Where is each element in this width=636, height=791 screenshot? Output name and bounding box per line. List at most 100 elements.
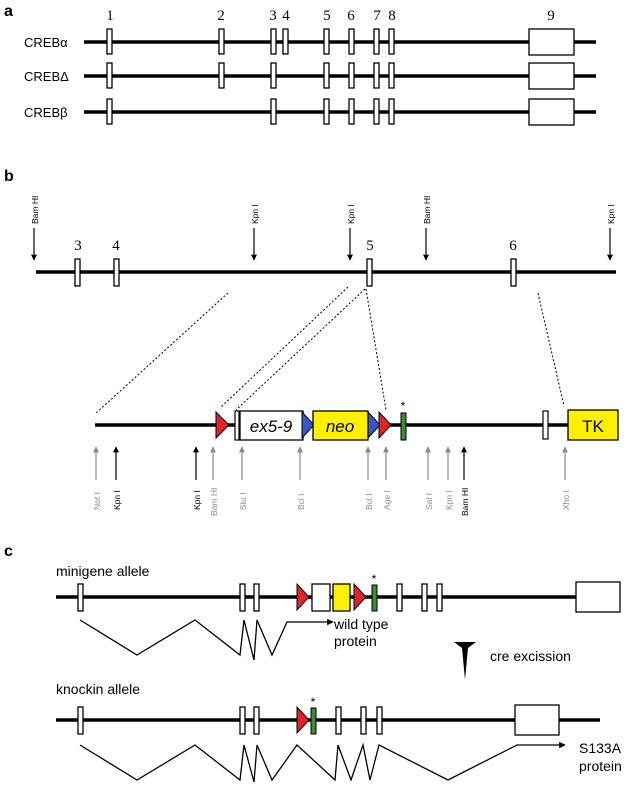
exon-number-9: 9 xyxy=(547,8,555,24)
exon-number-8: 8 xyxy=(388,8,396,24)
minigene-allele-label: minigene allele xyxy=(56,563,150,579)
site-label: Kpn I xyxy=(346,204,356,224)
exon-box xyxy=(575,581,621,613)
exon-number-3: 3 xyxy=(74,238,82,254)
exon-box xyxy=(323,28,330,55)
exon-box xyxy=(366,258,373,287)
isoform-label-beta: CREBβ xyxy=(24,105,68,120)
exon-box xyxy=(542,410,549,440)
tk-cassette xyxy=(567,409,619,441)
homology-lines xyxy=(94,286,565,415)
site-label: Bcl I xyxy=(296,493,306,510)
cre-excision-label: cre excission xyxy=(490,648,571,664)
exon-box xyxy=(528,62,575,90)
exon-number-1: 1 xyxy=(106,8,114,24)
exon-number-3: 3 xyxy=(269,8,277,24)
panel-a-letter: a xyxy=(4,3,13,20)
mutation-star: * xyxy=(311,695,316,709)
exon-box xyxy=(373,28,380,55)
exon-box xyxy=(348,62,355,89)
s133a-mutation-exon xyxy=(371,584,378,612)
exon-box xyxy=(388,28,395,55)
site-label: Age I xyxy=(382,490,392,510)
exon-box xyxy=(270,28,277,55)
exon-box xyxy=(348,28,355,55)
site-label: Kpn I xyxy=(250,204,260,224)
exon-number-4: 4 xyxy=(112,238,120,254)
exon-box xyxy=(436,583,443,612)
exon-box xyxy=(282,28,289,55)
loxp-site xyxy=(215,410,230,440)
exon-box xyxy=(360,706,367,735)
exon-box xyxy=(253,706,260,735)
frt-site xyxy=(301,410,315,440)
exon-box xyxy=(373,98,380,125)
tk-label: TK xyxy=(582,417,604,436)
exon-box xyxy=(239,706,246,735)
knockin-allele-label: knockin allele xyxy=(56,681,140,697)
exon-box xyxy=(335,706,342,735)
arrow-down-icon xyxy=(454,642,476,680)
exon-number-5: 5 xyxy=(323,8,331,24)
exon-number-4: 4 xyxy=(282,8,290,24)
panel-a: a 1 2 3 4 5 6 7 8 9 CREBα xyxy=(4,3,596,126)
exon-box xyxy=(510,258,517,287)
loxp-site xyxy=(353,582,367,612)
site-label: Bam HI xyxy=(460,488,470,516)
frt-site xyxy=(367,410,381,440)
exon-box xyxy=(234,410,240,441)
site-label: Bam HI xyxy=(209,488,219,516)
exon-box xyxy=(348,98,355,125)
targeting-vector: ex5-9 neo * TK xyxy=(95,399,619,441)
exon-box xyxy=(74,258,81,287)
panel-b: b Bam HI Kpn I Kpn I Bam HI Kpn I 3 4 5 … xyxy=(4,168,619,516)
site-label: Bam HI xyxy=(30,196,40,224)
site-label: Bam HI xyxy=(422,196,432,224)
neo-cassette xyxy=(332,583,351,612)
splicing-pattern xyxy=(79,741,566,783)
exon-box xyxy=(388,62,395,89)
knockin-allele: * S133A protein xyxy=(56,695,622,783)
exon-box xyxy=(77,706,84,735)
exon-box xyxy=(514,704,560,736)
wild-type-label-line2: protein xyxy=(334,633,377,649)
exon-number-6: 6 xyxy=(347,8,355,24)
site-label: Bcl I xyxy=(364,493,374,510)
genomic-locus xyxy=(36,258,616,287)
minigene-allele: * wild type protein xyxy=(56,572,621,661)
loxp-site xyxy=(296,705,310,735)
exon-number-2: 2 xyxy=(217,8,225,24)
minigene-cassette xyxy=(239,410,304,441)
creb-beta-gene: CREBβ xyxy=(24,98,596,126)
mutation-star: * xyxy=(401,399,406,413)
site-label: Kpn I xyxy=(112,490,122,510)
exon-box xyxy=(376,706,383,735)
minigene-cassette-label: ex5-9 xyxy=(250,417,293,436)
mutation-star: * xyxy=(372,572,377,586)
exon-box xyxy=(528,28,575,56)
exon-box xyxy=(218,62,225,89)
isoform-label-alpha: CREBα xyxy=(24,35,68,50)
exon-box xyxy=(106,62,113,89)
exon-box xyxy=(323,62,330,89)
vector-restriction-sites: Not I Kpn I Kpn I Bam HI Stu I Bcl I Bcl… xyxy=(92,446,571,516)
exon-box xyxy=(113,258,120,287)
s133a-mutation-exon xyxy=(310,707,317,735)
exon-box xyxy=(388,98,395,125)
site-label: Kpn I xyxy=(606,204,616,224)
wild-type-label-line1: wild type xyxy=(333,616,389,632)
site-label: Kpn I xyxy=(444,490,454,510)
exon-box xyxy=(270,62,277,89)
creb-delta-gene: CREBΔ xyxy=(24,62,596,90)
panel-c: c minigene allele * wild type xyxy=(4,543,622,783)
site-label: Sal I xyxy=(424,493,434,510)
exon-box xyxy=(528,98,575,126)
exon-box xyxy=(396,583,403,612)
minigene-cassette xyxy=(311,583,331,612)
site-label: Not I xyxy=(92,492,102,510)
exon-number-7: 7 xyxy=(373,8,381,24)
neo-cassette xyxy=(312,410,369,441)
exon-box xyxy=(253,583,260,612)
panel-a-exon-numbers: 1 2 3 4 5 6 7 8 9 xyxy=(106,8,555,24)
